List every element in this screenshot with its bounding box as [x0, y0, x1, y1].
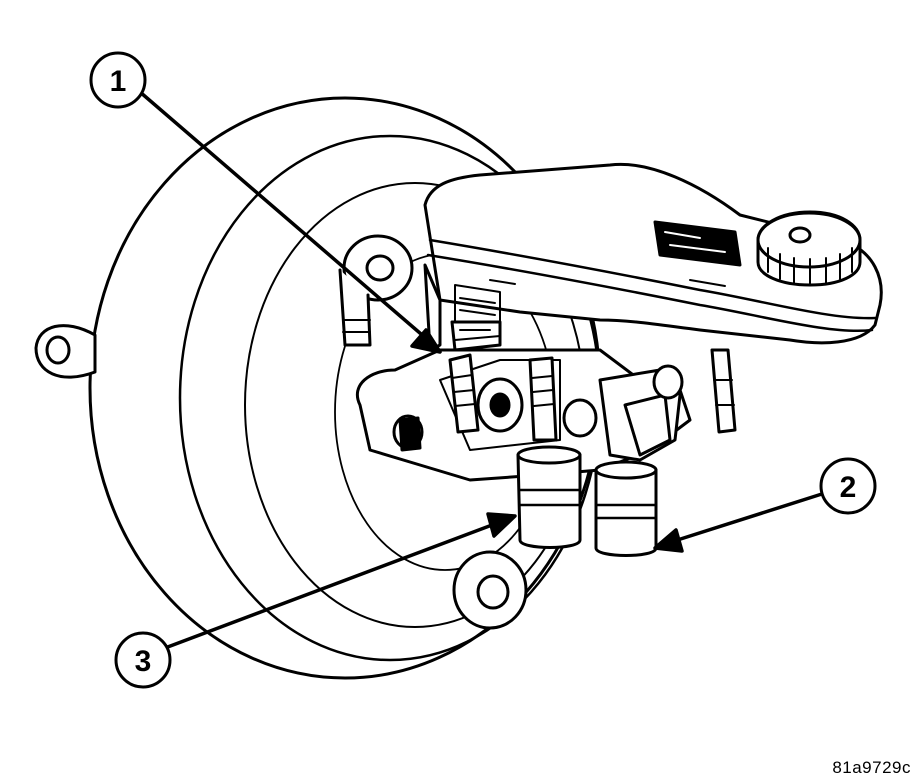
callout-1: 1: [89, 51, 147, 109]
booster-stud-lower: [452, 550, 528, 630]
proportioning-valve: [562, 364, 684, 462]
brake-line-outlet-primary: [516, 445, 582, 549]
callout-3: 3: [114, 631, 172, 689]
callout-1-number: 1: [110, 65, 127, 98]
callout-3-number: 3: [135, 645, 152, 678]
leader-line-1: [138, 90, 442, 354]
leader-line-2: [653, 491, 827, 553]
reservoir-cap: [756, 210, 862, 287]
callout-2-number: 2: [840, 471, 857, 504]
mounting-bracket-left: [34, 324, 97, 379]
brake-line-outlet-secondary: [594, 460, 658, 557]
fluid-reservoir: [423, 162, 883, 434]
leader-line-3: [163, 512, 517, 650]
callout-2: 2: [819, 457, 877, 515]
fluid-level-sensor-connector: [450, 320, 502, 352]
figure-code: 81a9729c: [832, 758, 911, 777]
